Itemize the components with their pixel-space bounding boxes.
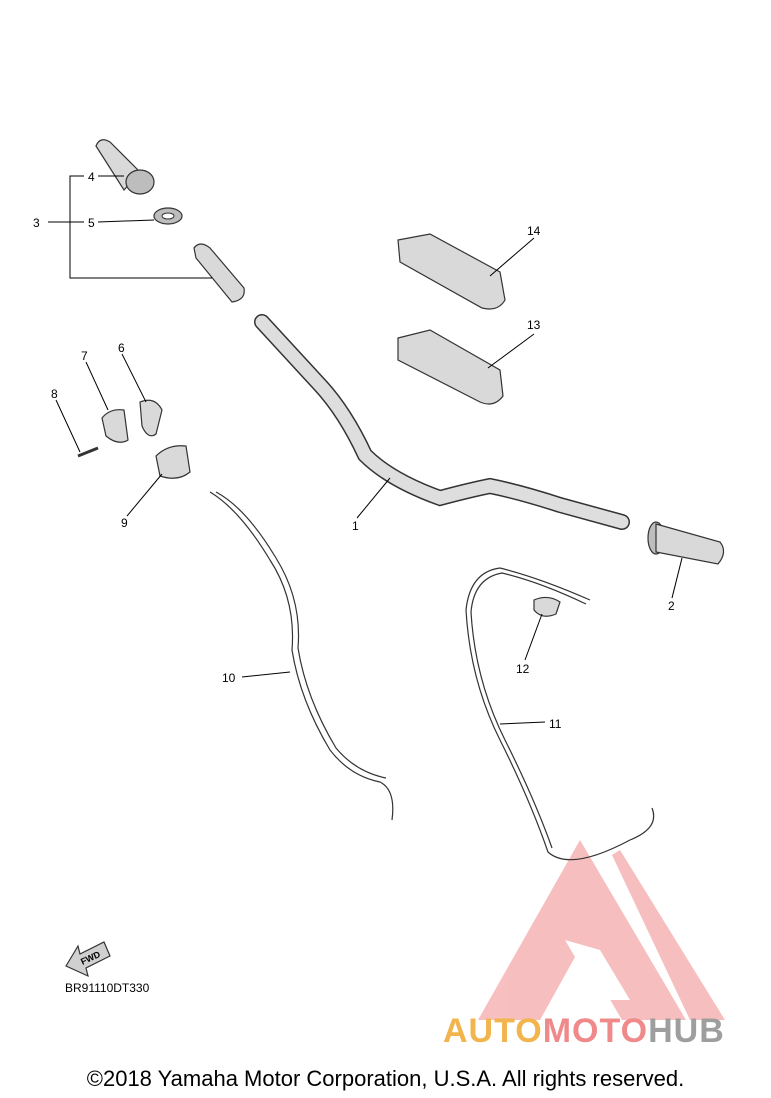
leader-lines (48, 175, 683, 725)
callout-8: 8 (51, 387, 58, 401)
callout-9: 9 (121, 516, 128, 530)
copyright-notice: ©2018 Yamaha Motor Corporation, U.S.A. A… (86, 1066, 685, 1091)
collar-ring (153, 207, 183, 225)
document-id: BR91110DT330 (65, 981, 150, 995)
watermark-auto: AUTO (443, 1012, 543, 1050)
screw (77, 446, 99, 458)
right-grip (647, 521, 725, 565)
watermark-moto: MOTO (542, 1012, 649, 1050)
handlebar-pad-lower (397, 329, 504, 405)
fwd-arrow: FWD (65, 941, 111, 978)
callout-13: 13 (527, 318, 541, 332)
cable-10 (209, 491, 394, 821)
callout-6: 6 (118, 341, 125, 355)
callout-7: 7 (81, 349, 88, 363)
callout-5: 5 (88, 216, 95, 230)
callout-11: 11 (549, 717, 562, 731)
callout-14: 14 (527, 224, 541, 238)
watermark-hub: HUB (648, 1012, 725, 1050)
left-grip (95, 139, 155, 195)
callout-4: 4 (88, 170, 95, 184)
throttle-housing-lower (101, 409, 129, 443)
switch-small (533, 596, 561, 617)
switch-assembly (155, 445, 191, 479)
watermark-logo (478, 840, 725, 1020)
watermark-text: AUTOMOTOHUB (443, 1012, 725, 1051)
callout-12: 12 (516, 662, 530, 676)
callout-10: 10 (222, 671, 236, 685)
throttle-tube (193, 243, 245, 303)
callout-2: 2 (668, 599, 675, 613)
handlebar (254, 314, 630, 530)
callout-1: 1 (352, 519, 359, 533)
callouts: 1 2 3 4 5 6 7 8 9 10 11 12 13 14 (33, 170, 675, 731)
callout-3: 3 (33, 216, 40, 230)
throttle-housing-upper (139, 399, 163, 437)
cable-11 (465, 567, 655, 861)
handlebar-pad-upper (397, 233, 506, 310)
